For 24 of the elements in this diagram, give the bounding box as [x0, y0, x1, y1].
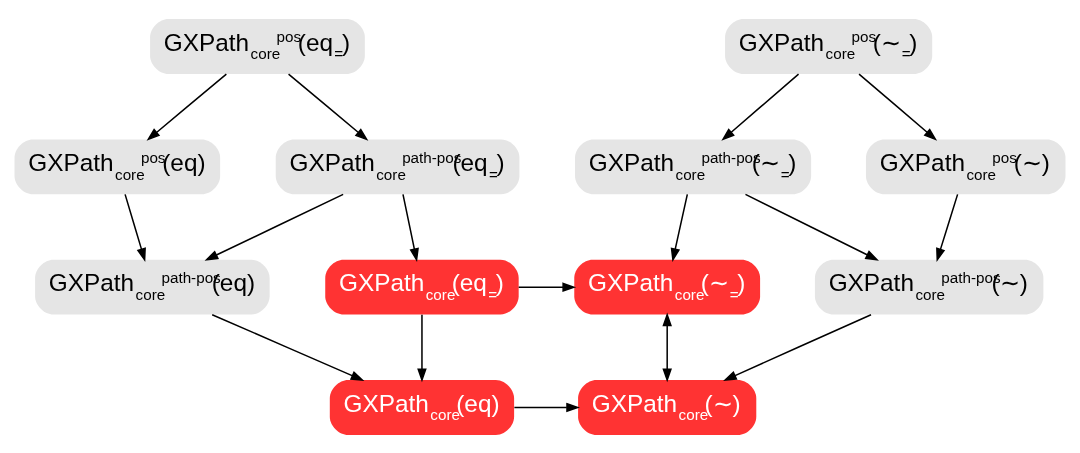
node-box: GXPath$_{core}$(eq$_{=}$) [325, 259, 519, 315]
arrow [204, 193, 344, 261]
node-box: GXPath$_{core}$$^{pos}$(∼$_{=}$) [725, 18, 933, 74]
arrow [124, 193, 146, 262]
arrow [287, 72, 369, 141]
arrow [723, 313, 872, 381]
arrow [744, 193, 879, 261]
arrow [936, 193, 959, 262]
arrow [417, 313, 427, 382]
arrow [721, 72, 800, 141]
arrow [858, 72, 938, 141]
arrow [517, 281, 577, 292]
arrow [211, 313, 365, 381]
node-box: GXPath$_{core}$$^{pos}$(eq) [14, 138, 221, 194]
arrow [662, 311, 672, 382]
node-box: GXPath$_{core}$(∼) [578, 379, 757, 435]
arrow [670, 193, 689, 262]
arrow [513, 402, 580, 412]
node-box: GXPath$_{core}$(eq) [329, 379, 515, 435]
node-box: GXPath$_{core}$$^{pos}$(∼) [865, 138, 1066, 194]
arrow [146, 72, 228, 141]
arrow [402, 193, 419, 262]
node-box: GXPath$_{core}$$^{pos}$(eq$_{=}$) [150, 18, 365, 74]
node-box: GXPath$_{core}$(∼$_{=}$) [574, 259, 761, 315]
